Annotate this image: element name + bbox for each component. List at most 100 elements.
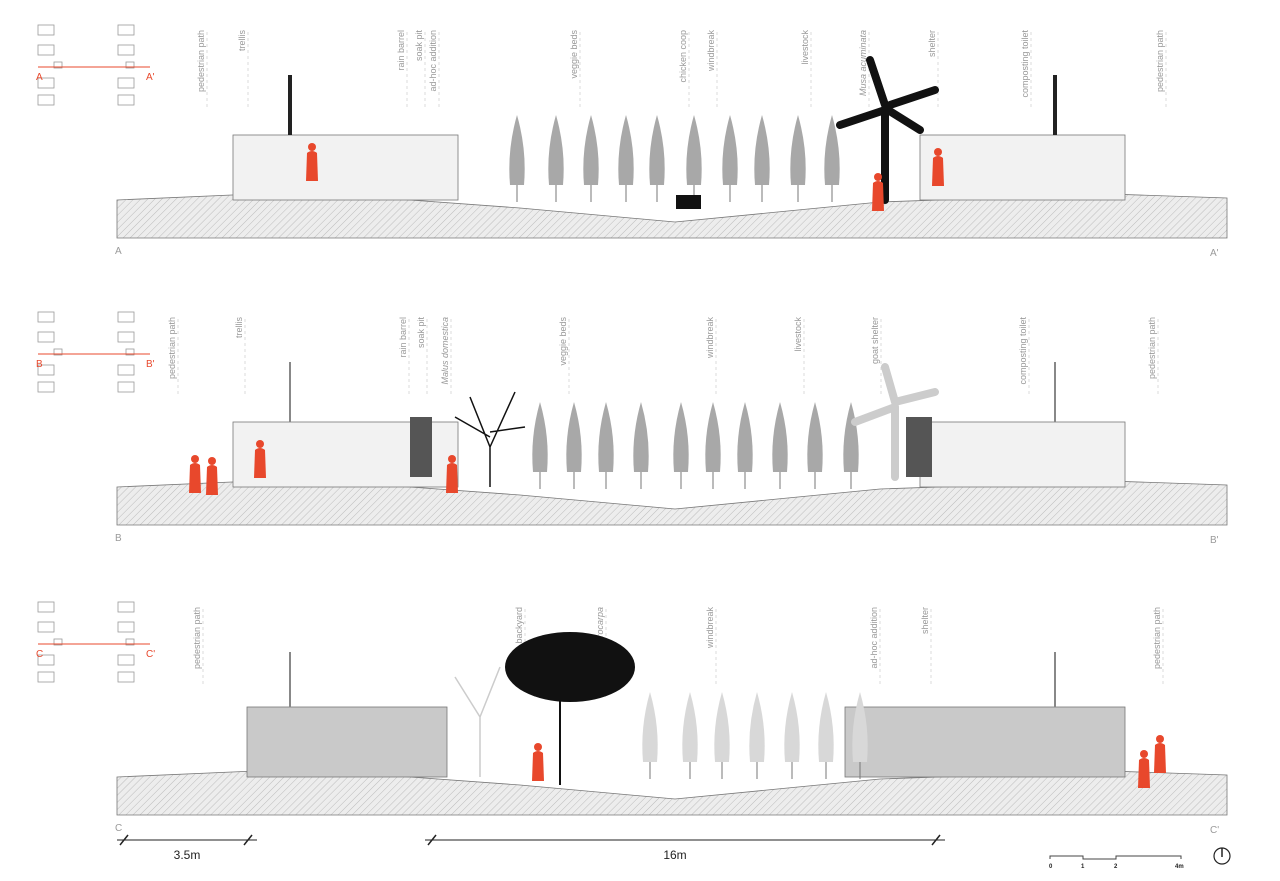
person-figure bbox=[1138, 758, 1150, 788]
person-figure bbox=[1154, 743, 1166, 773]
person-figure bbox=[256, 440, 264, 448]
section-end-label: C' bbox=[1210, 825, 1219, 836]
scale-bar-small: 3.5m bbox=[117, 834, 257, 862]
annotation-label: soak pit bbox=[416, 317, 426, 349]
door bbox=[410, 417, 432, 477]
annotation-label: veggie beds bbox=[558, 317, 568, 366]
section-b: B B' pedestrian path trellis rain barrel soak… bbox=[36, 311, 1228, 546]
section-end-label: B' bbox=[1210, 535, 1219, 546]
windbreak-tree bbox=[618, 115, 634, 185]
person-figure bbox=[448, 455, 456, 463]
windbreak-tree bbox=[673, 402, 689, 472]
person-figure bbox=[1140, 750, 1148, 758]
person-figure bbox=[932, 156, 944, 186]
person-figure bbox=[446, 463, 458, 493]
annotation-label: veggie beds bbox=[569, 30, 579, 79]
annotation-label: shelter bbox=[927, 30, 937, 57]
banana-tree bbox=[851, 363, 939, 481]
annotation-label: pedestrian path bbox=[1155, 30, 1165, 92]
person-figure bbox=[208, 457, 216, 465]
annotation-label: shelter bbox=[920, 607, 930, 634]
windbreak-tree bbox=[705, 402, 721, 472]
person-figure bbox=[872, 181, 884, 211]
windbreak-tree bbox=[566, 402, 582, 472]
windbreak-tree bbox=[749, 692, 765, 762]
annotation-label: composting toilet bbox=[1020, 30, 1030, 98]
graphic-scale-tick: 1 bbox=[1081, 864, 1085, 870]
annotation-label: trellis bbox=[237, 30, 247, 52]
section-a: A A' pedestrian path trellis rain barrel soak… bbox=[36, 24, 1228, 259]
person-figure bbox=[189, 463, 201, 493]
section-c: CC'pedestrian pathbackyardFicus microcar… bbox=[36, 601, 1228, 836]
shelter-right bbox=[919, 421, 1126, 488]
apple-tree bbox=[454, 391, 526, 487]
annotation-label: ad-hoc addition bbox=[428, 30, 438, 92]
annotation-label: pedestrian path bbox=[196, 30, 206, 92]
door bbox=[906, 417, 932, 477]
annotation-label: trellis bbox=[234, 317, 244, 339]
windbreak-tree bbox=[852, 692, 868, 762]
section-start-label: C bbox=[115, 823, 122, 834]
annotation-label: windbreak bbox=[705, 317, 715, 360]
windbreak-tree bbox=[843, 402, 859, 472]
windbreak-tree bbox=[598, 402, 614, 472]
annotation-label: windbreak bbox=[706, 30, 716, 73]
annotation-label: rain barrel bbox=[398, 317, 408, 358]
shelter-left bbox=[246, 706, 448, 778]
scale-small-label: 3.5m bbox=[174, 848, 201, 862]
shelter-right bbox=[844, 706, 1126, 778]
key-plan-start-label: B bbox=[36, 359, 43, 370]
annotation-label: windbreak bbox=[705, 607, 715, 650]
windbreak-tree bbox=[772, 402, 788, 472]
annotation-label: soak pit bbox=[414, 30, 424, 62]
graphic-scale-tick: 0 bbox=[1049, 864, 1053, 870]
windbreak-tree bbox=[682, 692, 698, 762]
key-plan-end-label: C' bbox=[146, 649, 155, 660]
annotation-label: goat shelter bbox=[870, 317, 880, 364]
north-arrow-icon bbox=[1213, 847, 1231, 865]
key-plan: A A' bbox=[36, 24, 155, 106]
chicken-coop bbox=[676, 195, 701, 209]
annotation-label: chicken coop bbox=[678, 30, 688, 83]
key-plan-end-label: A' bbox=[146, 72, 155, 83]
graphic-scale: 0 1 2 4m bbox=[1049, 855, 1184, 870]
ficus-tree bbox=[505, 632, 635, 702]
windbreak-tree bbox=[807, 402, 823, 472]
windbreak-tree bbox=[649, 115, 665, 185]
windbreak-tree bbox=[583, 115, 599, 185]
key-plan-start-label: A bbox=[36, 72, 43, 83]
windbreak-tree bbox=[633, 402, 649, 472]
person-figure bbox=[874, 173, 882, 181]
key-plan-end-label: B' bbox=[146, 359, 155, 370]
person-figure bbox=[532, 751, 544, 781]
annotation-label: rain barrel bbox=[396, 30, 406, 71]
bare-tree bbox=[454, 666, 501, 777]
windbreak-tree bbox=[790, 115, 806, 185]
windbreak-tree bbox=[642, 692, 658, 762]
windbreak-tree bbox=[737, 402, 753, 472]
windbreak-tree bbox=[754, 115, 770, 185]
shelter-left bbox=[232, 134, 459, 201]
person-figure bbox=[191, 455, 199, 463]
section-end-label: A' bbox=[1210, 248, 1219, 259]
section-start-label: A bbox=[115, 246, 122, 257]
windbreak-tree bbox=[509, 115, 525, 185]
person-figure bbox=[934, 148, 942, 156]
annotation-label: pedestrian path bbox=[1152, 607, 1162, 669]
windbreak-tree bbox=[824, 115, 840, 185]
graphic-scale-tick: 4m bbox=[1175, 864, 1184, 870]
section-start-label: B bbox=[115, 533, 122, 544]
person-figure bbox=[308, 143, 316, 151]
annotation-label: pedestrian path bbox=[167, 317, 177, 379]
windbreak-tree bbox=[532, 402, 548, 472]
windbreak-tree bbox=[784, 692, 800, 762]
annotation-label: backyard bbox=[514, 607, 524, 644]
shelter-right bbox=[919, 134, 1126, 201]
annotation-label: pedestrian path bbox=[192, 607, 202, 669]
person-figure bbox=[306, 151, 318, 181]
person-figure bbox=[254, 448, 266, 478]
banana-tree bbox=[836, 56, 939, 204]
annotation-label: Musa acuminata bbox=[858, 30, 868, 96]
